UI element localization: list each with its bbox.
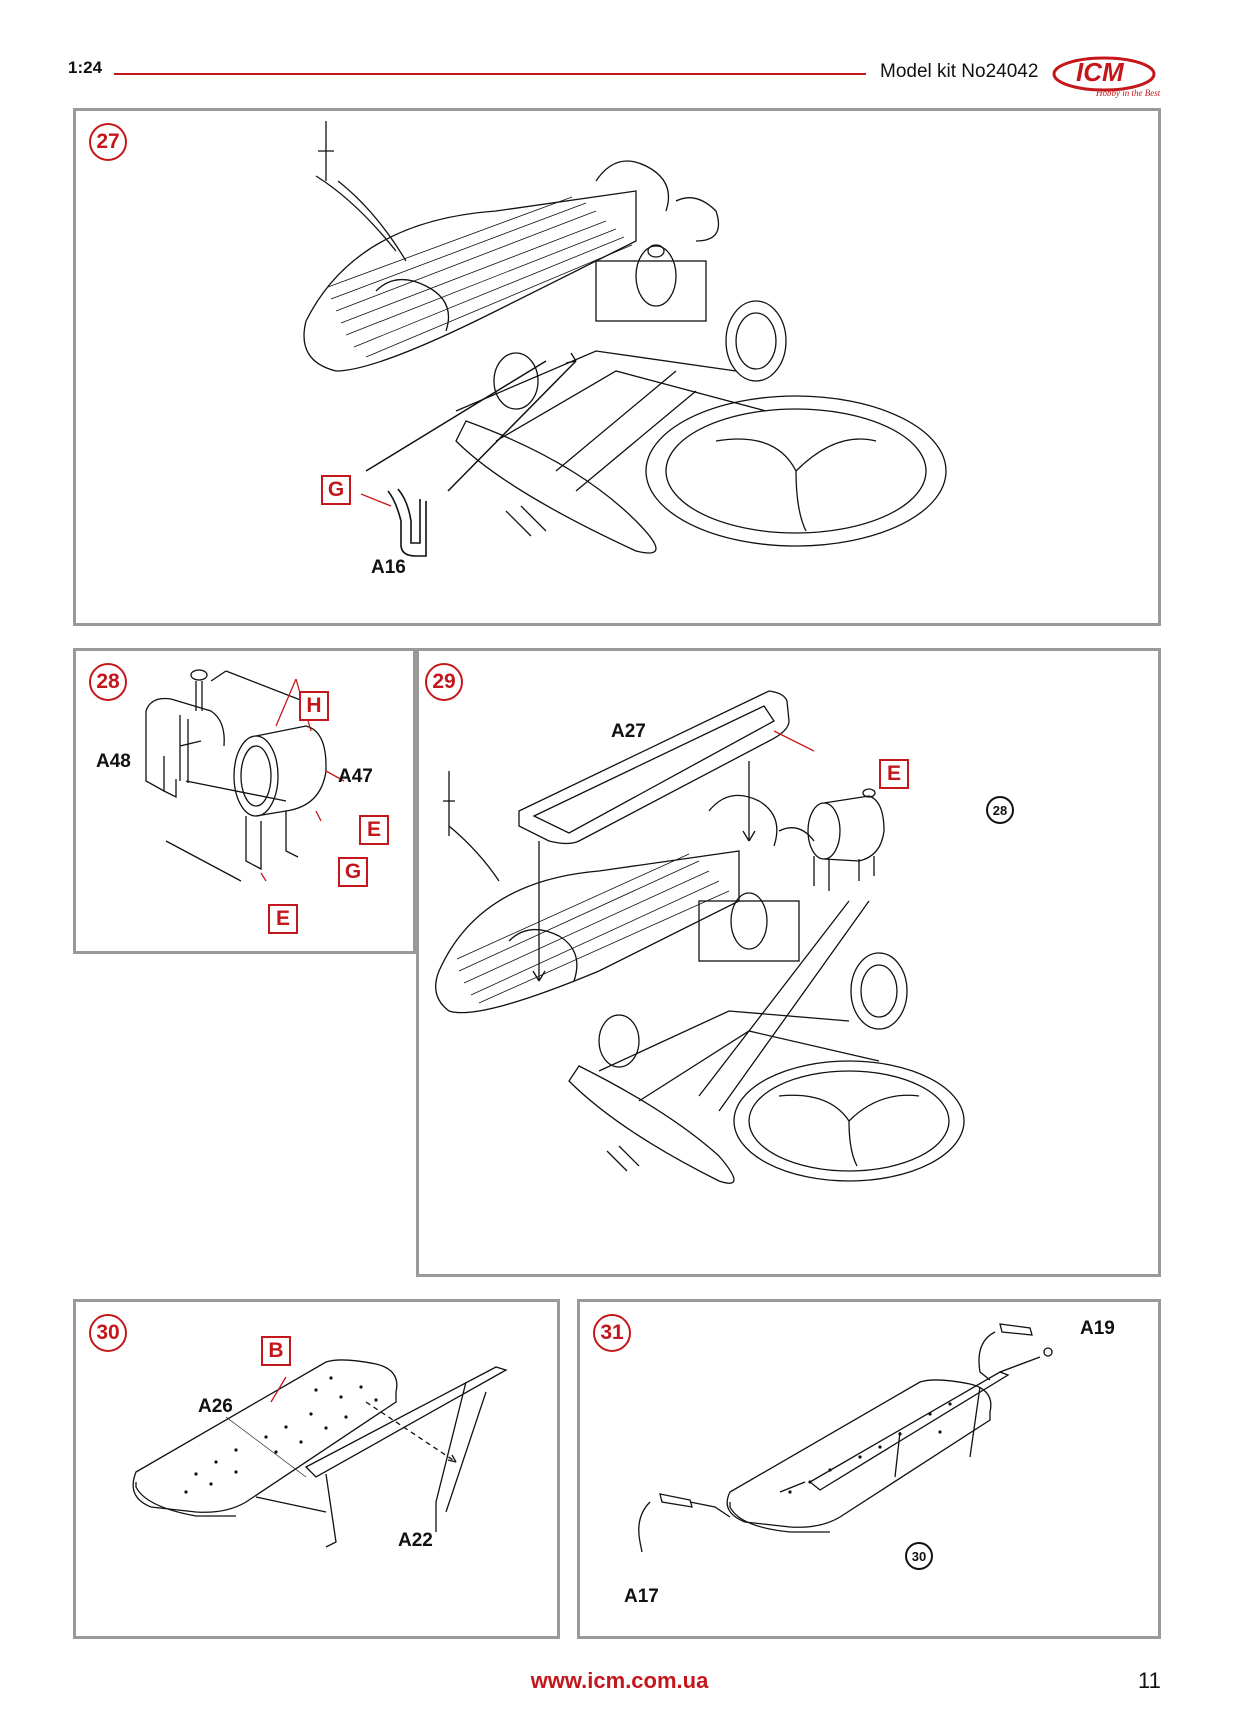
part-label-a48: A48 (96, 751, 131, 772)
header-rule (114, 73, 866, 75)
step-28-tank-drawing (145, 669, 345, 882)
scale-label: 1:24 (68, 58, 103, 77)
part-label-a26: A26 (198, 1396, 233, 1417)
color-code-g: G (321, 475, 351, 505)
ref-step-28: 28 (986, 796, 1014, 824)
icm-logo: ICM Hobby in the Best (1052, 50, 1172, 100)
page-number: 11 (1138, 1668, 1161, 1693)
ref-step-30: 30 (905, 1542, 933, 1570)
color-code-e: E (879, 759, 909, 789)
part-label-a16: A16 (371, 557, 406, 578)
step-28-panel: 28 H A48 A47 E G E (73, 648, 416, 954)
step-31-number: 31 (593, 1314, 631, 1352)
step-27-panel: 27 G (73, 108, 1161, 626)
step-31-panel: 31 A19 30 A17 (577, 1299, 1161, 1639)
step-31-seat-drawing (638, 1323, 1053, 1553)
step-27-chassis-drawing (303, 121, 947, 557)
part-label-a17: A17 (624, 1586, 659, 1607)
svg-text:Hobby in the Best: Hobby in the Best (1095, 88, 1161, 98)
color-code-e-top: E (359, 815, 389, 845)
step-30-panel: 30 B A26 A22 (73, 1299, 560, 1639)
step-30-seat-drawing (132, 1359, 508, 1548)
color-code-h: H (299, 691, 329, 721)
color-code-g: G (338, 857, 368, 887)
color-code-e-bottom: E (268, 904, 298, 934)
svg-text:ICM: ICM (1076, 57, 1125, 87)
part-label-a22: A22 (398, 1530, 433, 1551)
step-29-panel: 29 (416, 648, 1161, 1277)
part-label-a19: A19 (1080, 1318, 1115, 1339)
part-label-a27: A27 (611, 721, 646, 742)
part-label-a47: A47 (338, 766, 373, 787)
footer-url[interactable]: www.icm.com.ua (530, 1668, 709, 1693)
kit-number: Model kit No24042 (880, 61, 1039, 82)
step-30-number: 30 (89, 1314, 127, 1352)
step-29-number: 29 (425, 663, 463, 701)
color-code-b: B (261, 1336, 291, 1366)
step-27-number: 27 (89, 123, 127, 161)
step-28-number: 28 (89, 663, 127, 701)
step-29-chassis-drawing (435, 690, 965, 1184)
